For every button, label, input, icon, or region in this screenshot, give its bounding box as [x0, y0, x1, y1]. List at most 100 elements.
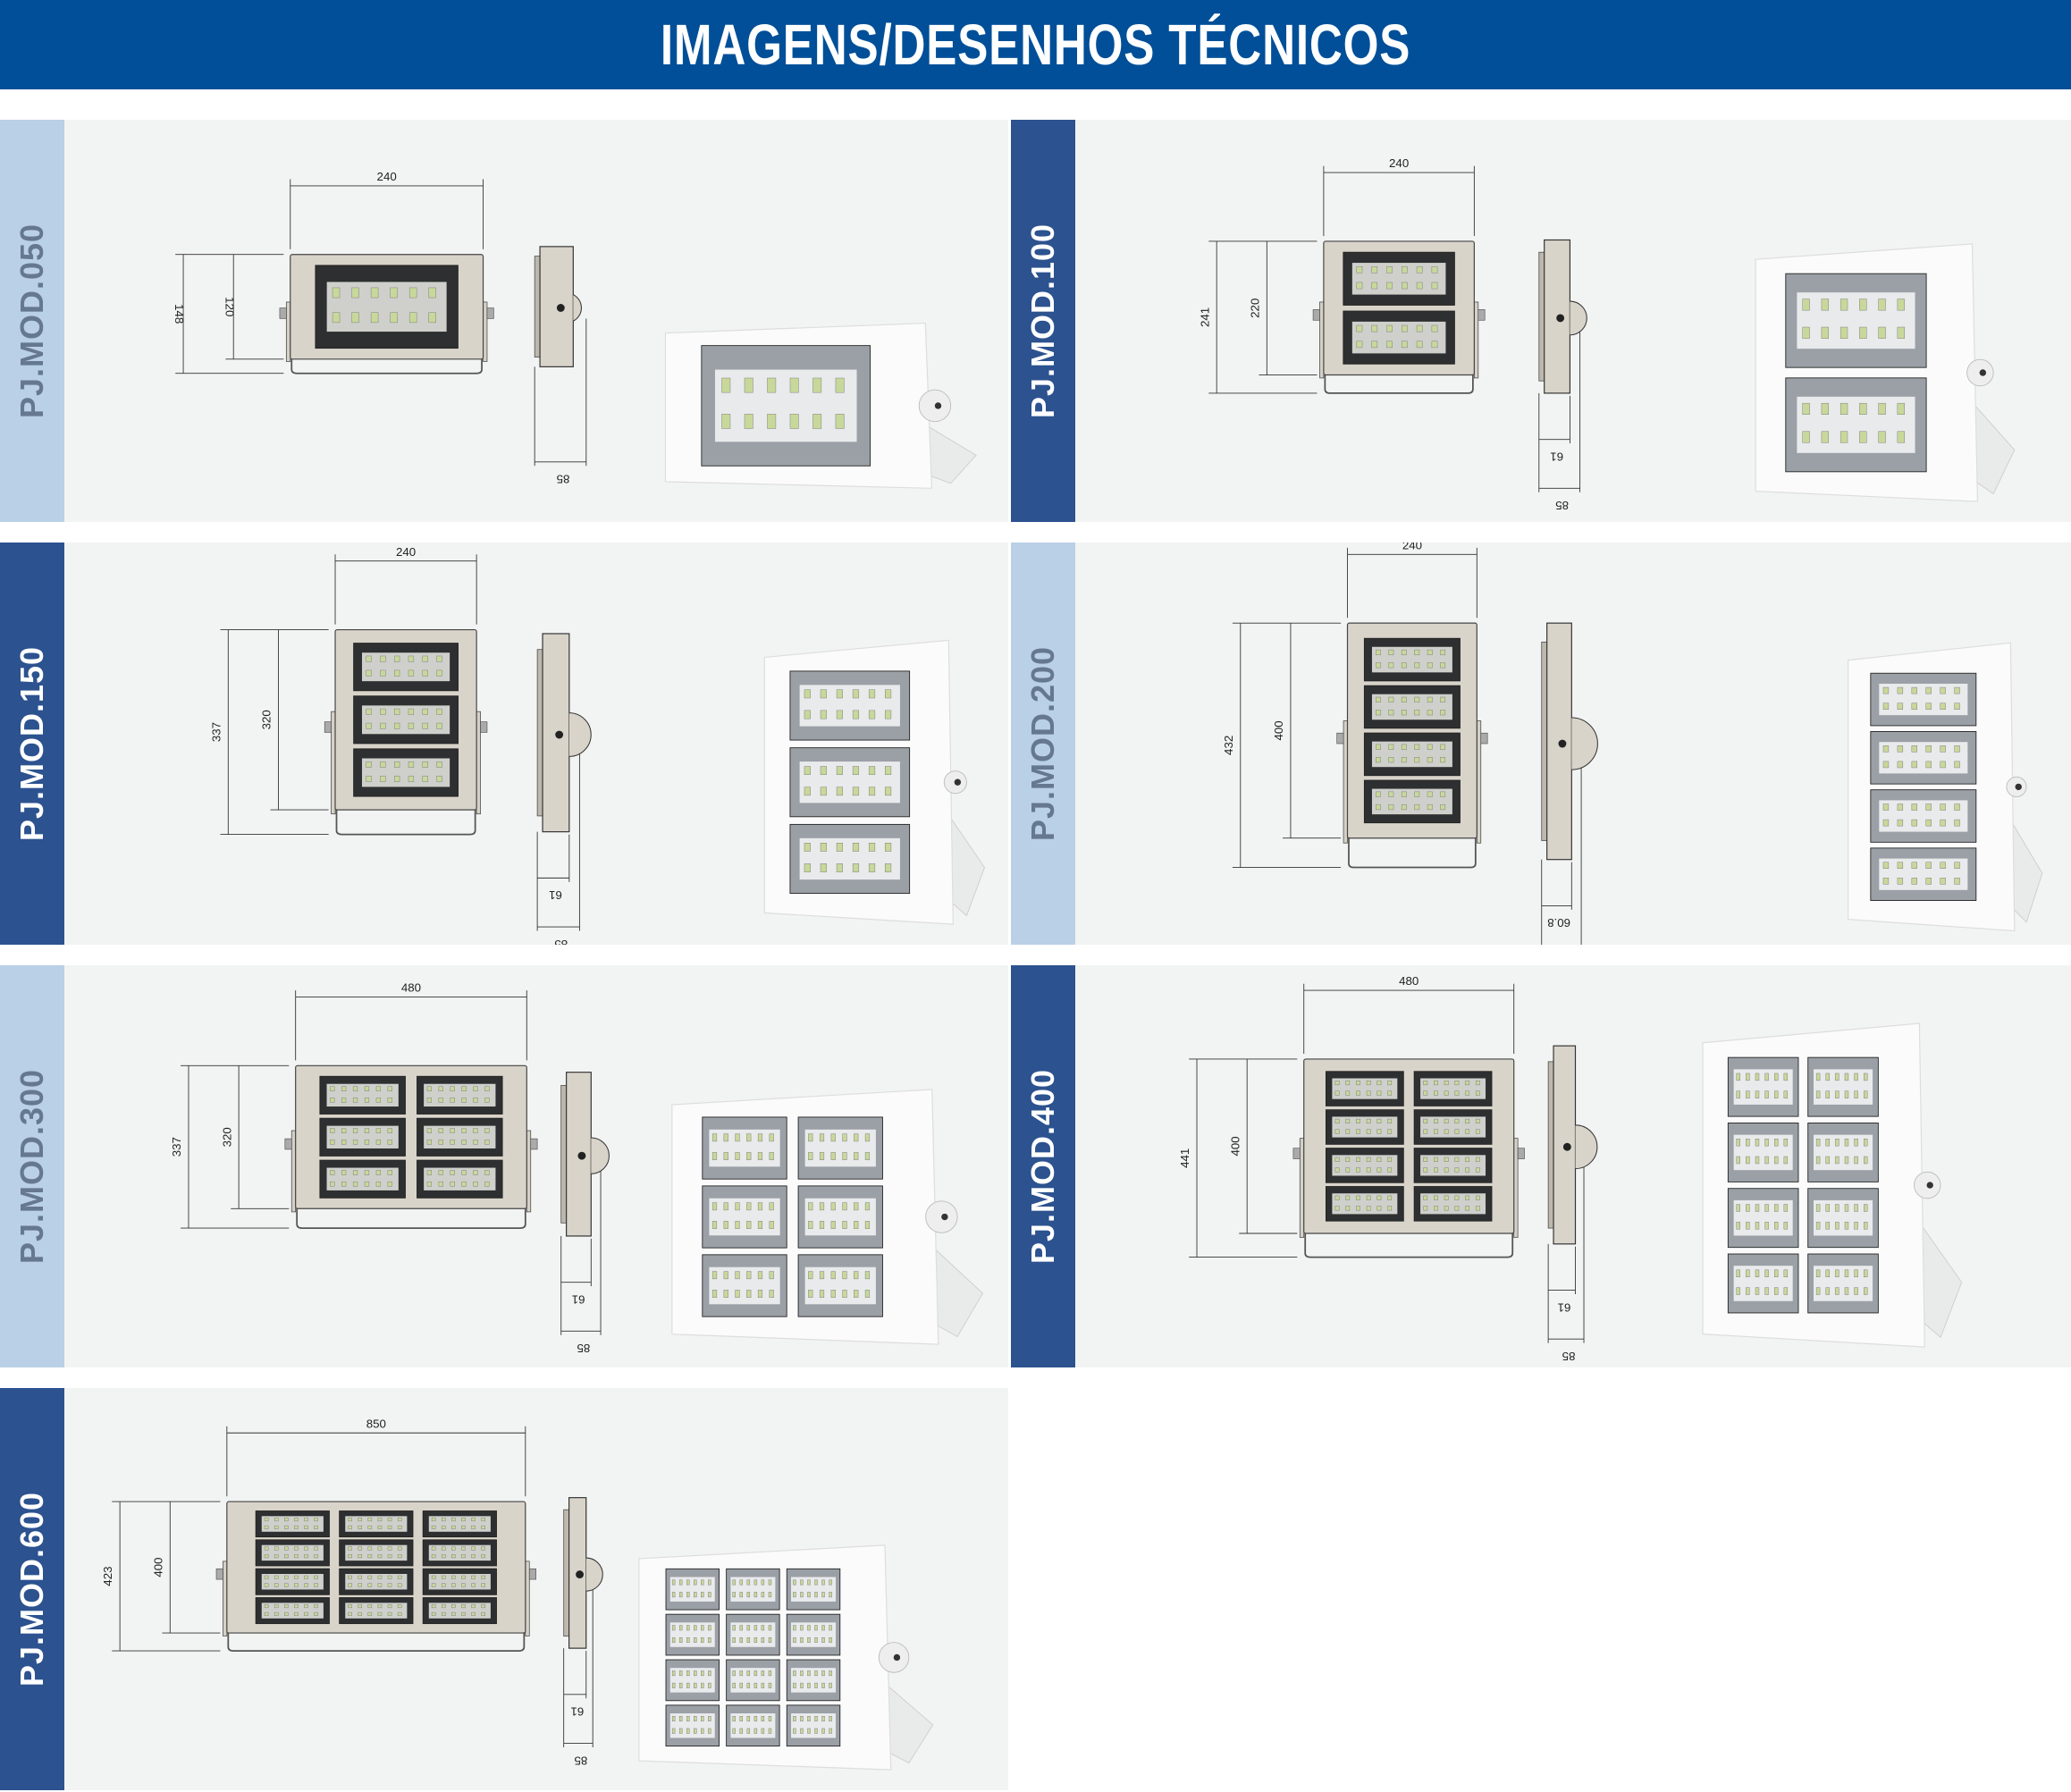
led-module: [1413, 1186, 1493, 1222]
led-module: [1363, 732, 1461, 777]
dimension-lines: [1232, 547, 1582, 945]
dimension-height-inner: 220: [1248, 299, 1261, 318]
dimension-lines: [112, 1426, 594, 1747]
led-module: [786, 1659, 841, 1702]
led-module: [422, 1568, 497, 1595]
led-module: [422, 1597, 497, 1625]
led-module: [339, 1539, 414, 1567]
product-render: [671, 1089, 984, 1345]
dimension-width: 480: [1399, 974, 1419, 988]
front-view: [1336, 622, 1488, 869]
led-module: [353, 643, 459, 692]
led-module: [255, 1539, 330, 1567]
led-module: [315, 265, 459, 349]
led-module: [1807, 1253, 1879, 1314]
led-module: [797, 1254, 883, 1317]
dimension-depth-body: 61: [572, 1292, 585, 1306]
led-module: [1343, 310, 1455, 365]
model-label: PJ.MOD.050: [13, 223, 50, 419]
dimension-lines: [1208, 165, 1581, 492]
product-render: [664, 322, 977, 489]
led-module: [1870, 672, 1977, 727]
dimension-height-outer: 337: [209, 722, 223, 742]
led-module: [353, 748, 459, 797]
product-render: [1755, 243, 2016, 502]
dimension-height-outer: 441: [1178, 1148, 1191, 1168]
model-label-strip: PJ.MOD.050: [0, 120, 64, 522]
dimension-depth-body: 61: [571, 1705, 585, 1719]
model-label-strip: PJ.MOD.100: [1011, 120, 1075, 522]
side-view: [536, 633, 592, 833]
product-render: [638, 1544, 934, 1771]
dimension-width: 480: [401, 981, 421, 995]
dimension-depth-total: 85: [554, 938, 568, 945]
led-module: [786, 1568, 841, 1611]
model-label: PJ.MOD.600: [13, 1491, 50, 1687]
front-view: [324, 628, 488, 836]
led-module: [339, 1597, 414, 1625]
led-module: [701, 345, 871, 467]
model-label-strip: PJ.MOD.200: [1011, 543, 1075, 945]
led-module: [1343, 251, 1455, 306]
led-module: [319, 1159, 406, 1199]
dimension-depth-body: 60.8: [1547, 916, 1570, 930]
model-label-strip: PJ.MOD.600: [0, 1388, 64, 1790]
led-module: [255, 1510, 330, 1538]
side-view: [1541, 622, 1598, 861]
dimension-lines: [175, 179, 587, 467]
side-view: [1538, 239, 1587, 394]
front-view: [1312, 240, 1486, 394]
led-module: [726, 1568, 780, 1611]
led-module: [422, 1539, 497, 1567]
dimension-height-outer: 337: [170, 1137, 183, 1157]
led-module: [1870, 847, 1977, 901]
led-module: [1807, 1188, 1879, 1249]
model-label: PJ.MOD.200: [1024, 645, 1061, 842]
dimension-lines: [220, 554, 580, 931]
model-label: PJ.MOD.150: [13, 645, 50, 842]
led-module: [726, 1659, 780, 1702]
dimension-height-inner: 400: [151, 1557, 164, 1577]
dimension-height-inner: 320: [260, 710, 274, 729]
dimension-depth-body: 61: [549, 888, 562, 902]
led-module: [1727, 1253, 1799, 1314]
led-module: [1727, 1188, 1799, 1249]
led-module: [1785, 273, 1927, 368]
dimension-width: 240: [396, 545, 416, 559]
front-view: [284, 1064, 538, 1229]
dimension-depth-total: 85: [1562, 1350, 1576, 1363]
product-render: [1848, 642, 2043, 932]
dimension-depth-total: 85: [574, 1754, 587, 1767]
led-module: [797, 1185, 883, 1249]
led-module: [789, 747, 911, 818]
product-panel: PJ.MOD.2002404324008560.8: [1011, 543, 2071, 945]
model-label-strip: PJ.MOD.150: [0, 543, 64, 945]
product-render: [763, 639, 986, 925]
led-module: [255, 1597, 330, 1625]
dimension-width: 240: [1389, 156, 1409, 170]
led-module: [786, 1613, 841, 1656]
model-label-strip: PJ.MOD.300: [0, 965, 64, 1367]
dimension-depth-total: 85: [557, 473, 570, 486]
led-module: [797, 1116, 883, 1180]
product-render: [1702, 1022, 1963, 1348]
page-title: IMAGENS/DESENHOS TÉCNICOS: [660, 13, 1411, 77]
dimension-width: 240: [377, 170, 397, 183]
led-module: [353, 695, 459, 745]
led-module: [1727, 1122, 1799, 1182]
page-header: IMAGENS/DESENHOS TÉCNICOS: [0, 0, 2071, 89]
led-module: [339, 1568, 414, 1595]
led-module: [319, 1075, 406, 1115]
led-module: [1413, 1071, 1493, 1106]
led-module: [1807, 1056, 1879, 1117]
led-module: [1326, 1148, 1404, 1183]
side-view: [534, 246, 582, 367]
model-label: PJ.MOD.300: [13, 1068, 50, 1265]
led-module: [422, 1510, 497, 1538]
led-module: [1413, 1109, 1493, 1145]
